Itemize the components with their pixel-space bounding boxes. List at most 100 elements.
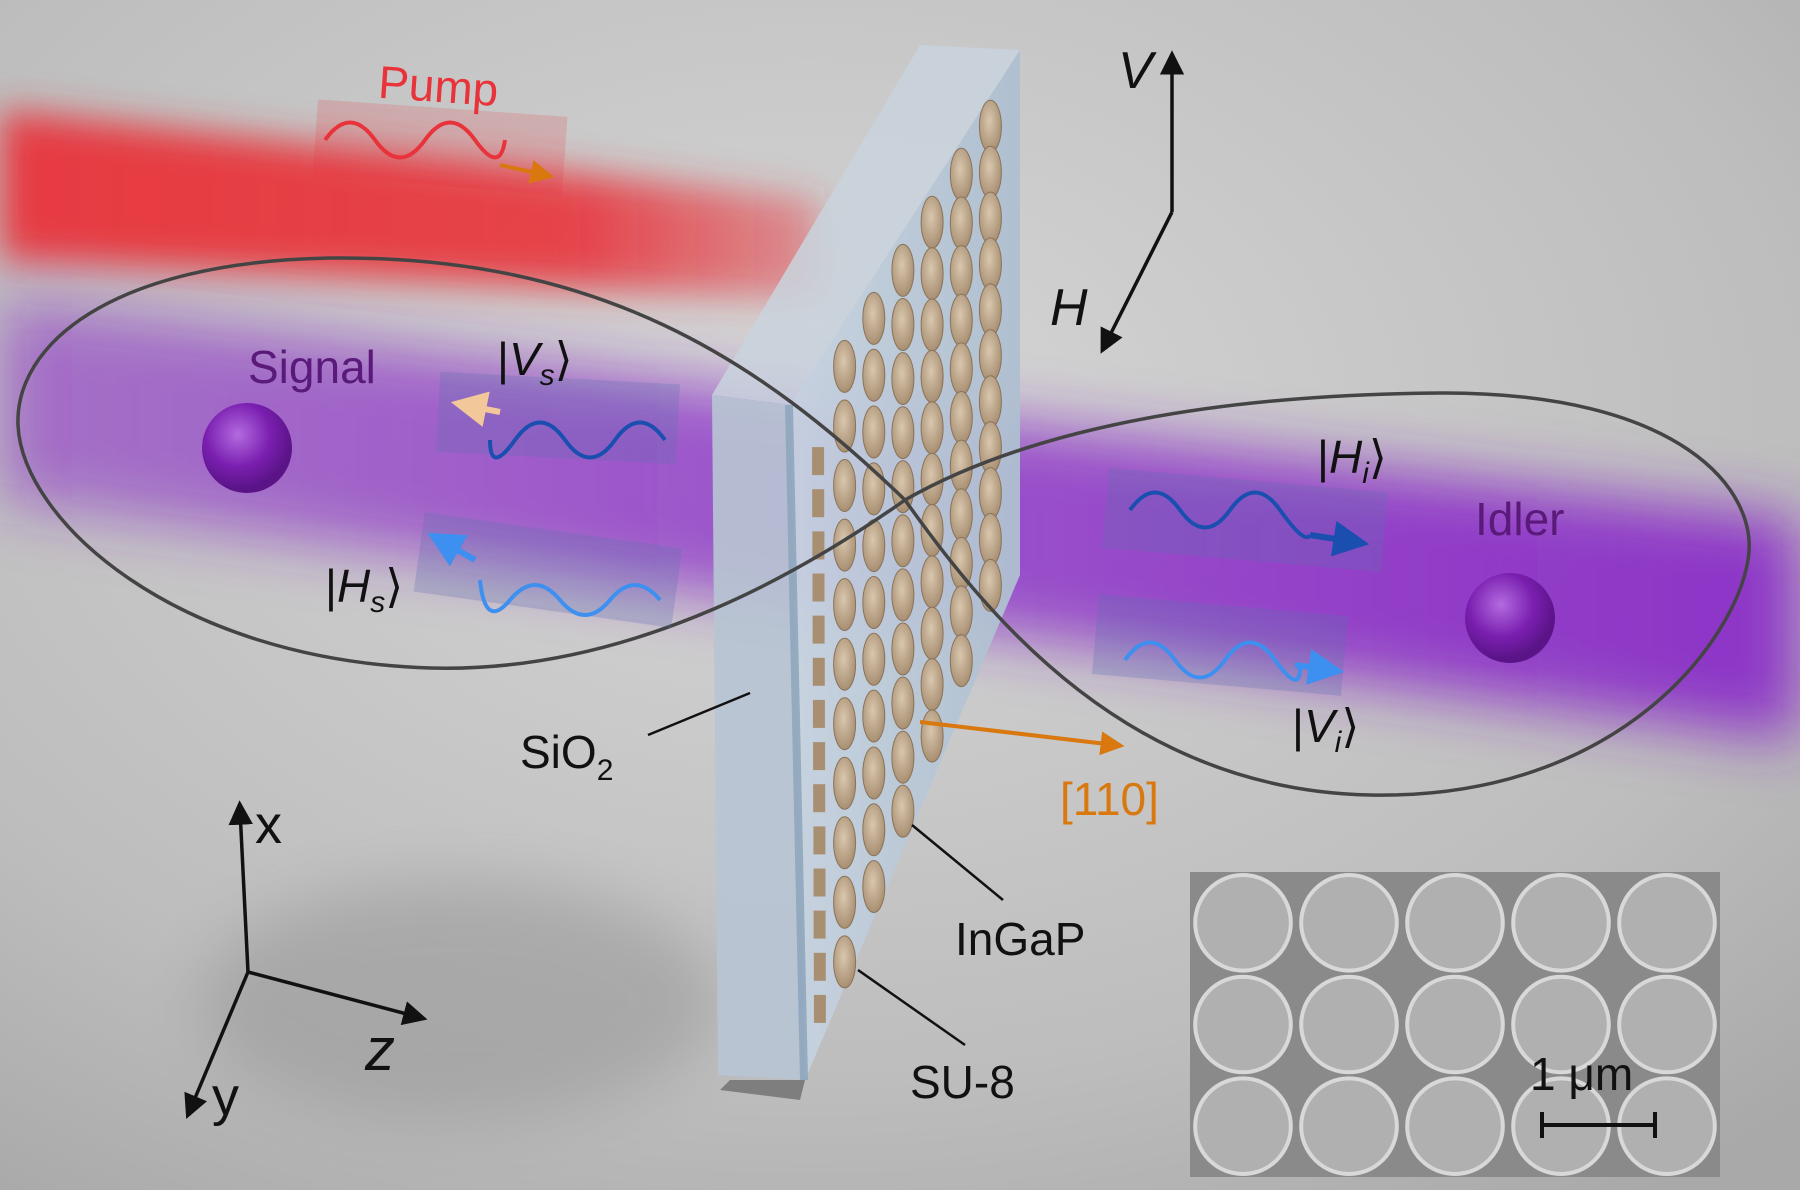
nanopillar [833, 459, 857, 512]
nanopillar [833, 935, 857, 989]
nanopillar [891, 676, 915, 730]
signal-h-polarization [413, 512, 683, 628]
ket-hi: |Hi⟩ [1317, 431, 1387, 490]
nanopillar [978, 237, 1002, 291]
sem-pillar [1511, 974, 1611, 1075]
nanopillar [862, 291, 886, 345]
nanopillar [891, 406, 915, 460]
ket-vi: |Vi⟩ [1292, 700, 1359, 759]
nanopillar [920, 247, 944, 301]
nanopillar [920, 658, 944, 712]
nanopillar [978, 467, 1002, 521]
edge-pillar [813, 994, 826, 1023]
nanopillar [920, 452, 944, 506]
nanopillar [920, 195, 944, 249]
nanopillar [978, 145, 1002, 199]
sio2-label: SiO2 [520, 726, 613, 787]
crystal-direction-arrow [919, 720, 1125, 756]
edge-pillar [812, 489, 825, 518]
sem-pillar [1405, 1076, 1505, 1176]
idler-label: Idler [1475, 493, 1564, 545]
nanopillar [978, 99, 1002, 153]
nanopillar [978, 329, 1002, 383]
nanopillar [833, 339, 857, 393]
sio2-leader [647, 691, 751, 737]
nanopillar [862, 803, 886, 857]
su8-leader [857, 968, 966, 1047]
nanopillar [949, 634, 973, 688]
nanopillar [949, 196, 973, 250]
nanopillar [949, 585, 973, 639]
nanopillar [978, 283, 1002, 337]
nanopillar [978, 375, 1002, 429]
nanopillar [949, 391, 973, 444]
nanopillar [891, 298, 915, 351]
ingap-leader [911, 824, 1004, 901]
sem-pillar [1193, 1076, 1293, 1176]
nanopillar [862, 348, 886, 402]
nanopillar [862, 860, 886, 914]
sem-pillar [1617, 873, 1717, 973]
sem-pillar [1193, 873, 1293, 973]
sem-pillar [1405, 873, 1505, 973]
nanopillar [920, 709, 944, 763]
nanopillar [949, 342, 973, 396]
nanopillar [891, 352, 915, 406]
nanopillar [833, 697, 857, 751]
sem-pillar [1617, 974, 1717, 1075]
edge-pillar [813, 742, 826, 771]
sio2-substrate [712, 45, 1020, 1100]
sem-pillar [1299, 1076, 1399, 1176]
nanopillar [920, 298, 944, 352]
sem-pillar [1405, 974, 1505, 1075]
nanopillar [833, 875, 857, 929]
nanopillar [862, 632, 886, 686]
nanopillar [949, 439, 973, 493]
edge-pillar [812, 699, 825, 728]
nanopillar [862, 576, 886, 629]
ket-vs: |Vs⟩ [497, 333, 573, 392]
nanopillar [833, 578, 857, 632]
edge-pillar [812, 657, 825, 686]
sem-pillar-grid [1193, 873, 1717, 1176]
sem-pillar [1299, 873, 1399, 973]
edge-pillar [812, 573, 825, 602]
pump-photon [312, 99, 568, 195]
idler-h-polarization [1102, 467, 1388, 573]
axis-z-label: z [364, 1016, 395, 1083]
signal-v-polarization [436, 371, 680, 465]
nanopillar [891, 622, 915, 676]
nanopillar [891, 784, 915, 838]
edge-pillar [812, 447, 825, 476]
pump-beam [0, 110, 820, 300]
nanopillar [833, 816, 857, 870]
sem-pillar [1299, 974, 1399, 1075]
edge-pillar [813, 784, 826, 813]
nanopillar [949, 293, 973, 347]
scale-bar-label: 1 μm [1530, 1048, 1633, 1100]
sem-pillar [1511, 873, 1611, 973]
nanopillar [949, 245, 973, 299]
nanopillar [920, 349, 944, 403]
xyz-axes [184, 800, 428, 1120]
nanopillar [891, 730, 915, 784]
crystal-direction-label: [110] [1060, 773, 1159, 825]
nanopillar [891, 514, 915, 568]
ket-hs: |Hs⟩ [325, 560, 403, 619]
signal-photon-sphere [202, 403, 292, 493]
polarization-axes [1100, 50, 1185, 354]
nanopillar [978, 513, 1002, 566]
nanopillar [920, 606, 944, 660]
axis-x-label: x [255, 795, 282, 855]
slab-shadow [200, 880, 720, 1120]
idler-photon-sphere [1465, 573, 1555, 663]
edge-pillar [813, 868, 826, 897]
edge-pillar [813, 826, 826, 855]
edge-pillar [813, 910, 826, 939]
nanopillar [949, 488, 973, 542]
nanopillar [862, 746, 886, 800]
entanglement-loop [16, 256, 1751, 797]
nanopillar [978, 421, 1002, 475]
metasurface-layer [785, 50, 1020, 1080]
edge-pillar [812, 615, 825, 644]
